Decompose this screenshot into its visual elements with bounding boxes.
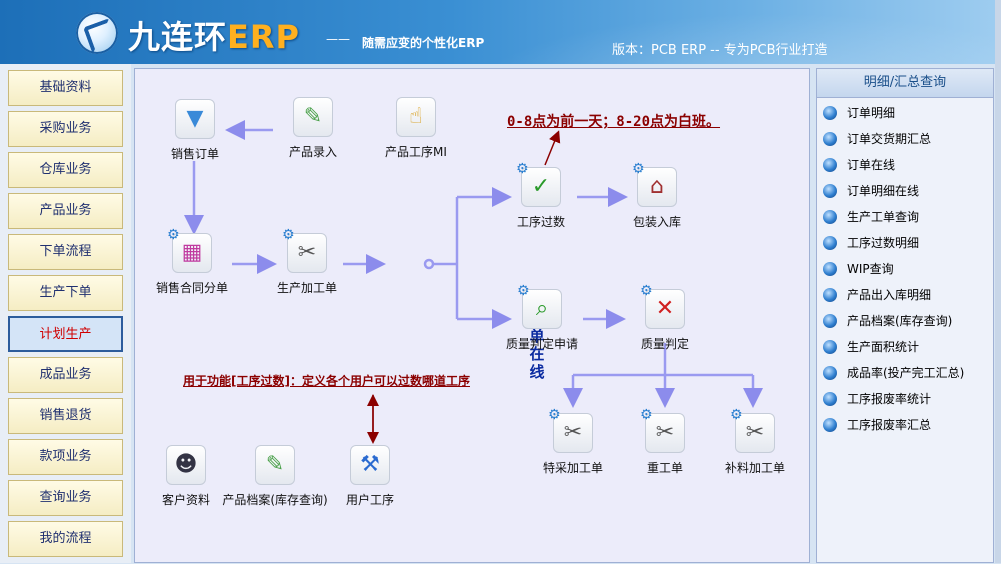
- bullet-icon: [823, 366, 837, 380]
- bullet-icon: [823, 262, 837, 276]
- node-rework-order[interactable]: ⚙✂ 重工单: [640, 407, 685, 475]
- node-product-process[interactable]: ☝ 产品工序MI: [371, 97, 461, 160]
- version-text: 版本：PCB ERP -- 专为PCB行业打造: [612, 43, 828, 58]
- nav-item-my-flow[interactable]: 我的流程: [8, 521, 123, 557]
- product-archive-icon: ✎: [255, 445, 295, 485]
- shift-note: 0-8点为前一天；8-20点为白班。: [507, 114, 721, 130]
- flow-arrows: [184, 120, 763, 444]
- nav-item-production-plan[interactable]: 计划生产: [8, 316, 123, 352]
- nav-item-sales-return[interactable]: 销售退货: [8, 398, 123, 434]
- function-note: 用于功能[工序过数]：定义各个用户可以过数哪道工序: [183, 374, 470, 388]
- bullet-icon: [823, 288, 837, 302]
- node-quality-judge[interactable]: ⚙✕ 质量判定: [640, 283, 689, 351]
- app-header: 九连环ERP —— 随需应变的个性化ERP 版本：PCB ERP -- 专为PC…: [0, 0, 1001, 64]
- app-logo: 九连环ERP: [128, 18, 300, 56]
- query-item-wip[interactable]: WIP查询: [823, 259, 894, 279]
- bullet-icon: [823, 184, 837, 198]
- sales-order-icon: ▼: [175, 99, 215, 139]
- nav-item-query[interactable]: 查询业务: [8, 480, 123, 516]
- header-decoration: [420, 0, 1001, 64]
- node-customer[interactable]: ☻ 客户资料: [153, 445, 219, 508]
- nav-item-warehouse[interactable]: 仓库业务: [8, 152, 123, 188]
- process-count-icon: ⚙✓: [516, 161, 561, 207]
- left-nav: 基础资料 采购业务 仓库业务 产品业务 下单流程 生产下单 计划生产 成品业务 …: [0, 64, 131, 563]
- query-item-order-detail-online[interactable]: 订单明细在线: [823, 181, 919, 201]
- node-supplement-order[interactable]: ⚙✂ 补料加工单: [724, 407, 785, 475]
- node-production-order[interactable]: ⚙✂ 生产加工单: [276, 227, 337, 295]
- bullet-icon: [823, 106, 837, 120]
- bullet-icon: [823, 210, 837, 224]
- nav-item-product[interactable]: 产品业务: [8, 193, 123, 229]
- product-process-icon: ☝: [396, 97, 436, 137]
- bullet-icon: [823, 236, 837, 250]
- nav-item-production-order[interactable]: 生产下单: [8, 275, 123, 311]
- contract-split-icon: ⚙▦: [167, 227, 212, 273]
- logo-icon: [76, 12, 118, 54]
- query-item-stock-io[interactable]: 产品出入库明细: [823, 285, 931, 305]
- query-item-delivery-summary[interactable]: 订单交货期汇总: [823, 129, 931, 149]
- query-item-order-online[interactable]: 订单在线: [823, 155, 895, 175]
- node-pack-stock[interactable]: ⚙⌂ 包装入库: [632, 161, 681, 229]
- nav-item-purchase[interactable]: 采购业务: [8, 111, 123, 147]
- slogan: 随需应变的个性化ERP: [362, 36, 485, 50]
- product-entry-icon: ✎: [293, 97, 333, 137]
- bullet-icon: [823, 418, 837, 432]
- rework-order-icon: ⚙✂: [640, 407, 685, 453]
- nav-item-finished-goods[interactable]: 成品业务: [8, 357, 123, 393]
- flow-canvas: ▼ 销售订单 ✎ 产品录入 ☝ 产品工序MI ⚙▦ 销售合同分单 ⚙✂ 生产加工…: [134, 68, 810, 563]
- special-order-icon: ⚙✂: [548, 407, 593, 453]
- arrow-note-shift: [544, 130, 561, 166]
- quality-judge-icon: ⚙✕: [640, 283, 685, 329]
- customer-icon: ☻: [166, 445, 206, 485]
- query-item-area-stats[interactable]: 生产面积统计: [823, 337, 919, 357]
- node-user-process[interactable]: ⚒ 用户工序: [337, 445, 403, 508]
- scrollbar[interactable]: [995, 0, 1001, 563]
- query-item-product-archive[interactable]: 产品档案(库存查询): [823, 311, 952, 331]
- supplement-order-icon: ⚙✂: [730, 407, 775, 453]
- production-order-icon: ⚙✂: [282, 227, 327, 273]
- node-product-entry[interactable]: ✎ 产品录入: [273, 97, 353, 160]
- user-process-icon: ⚒: [350, 445, 390, 485]
- nav-item-basic-data[interactable]: 基础资料: [8, 70, 123, 106]
- bullet-icon: [823, 340, 837, 354]
- slogan-dash: ——: [326, 32, 350, 46]
- quality-apply-icon: ⚙⌕: [517, 283, 562, 329]
- bullet-icon: [823, 392, 837, 406]
- bullet-icon: [823, 132, 837, 146]
- node-contract-split[interactable]: ⚙▦ 销售合同分单: [155, 227, 228, 295]
- right-query-panel: 明细/汇总查询 订单明细 订单交货期汇总 订单在线 订单明细在线 生产工单查询 …: [816, 68, 994, 563]
- node-quality-apply[interactable]: ⚙⌕ 质量判定申请: [505, 283, 578, 351]
- node-special-order[interactable]: ⚙✂ 特采加工单: [542, 407, 603, 475]
- nav-item-order-flow[interactable]: 下单流程: [8, 234, 123, 270]
- right-panel-title: 明细/汇总查询: [817, 69, 993, 98]
- query-item-order-detail[interactable]: 订单明细: [823, 103, 895, 123]
- query-item-production-order[interactable]: 生产工单查询: [823, 207, 919, 227]
- bullet-icon: [823, 314, 837, 328]
- pack-stock-icon: ⚙⌂: [632, 161, 677, 207]
- query-item-process-detail[interactable]: 工序过数明细: [823, 233, 919, 253]
- bullet-icon: [823, 158, 837, 172]
- nav-item-payments[interactable]: 款项业务: [8, 439, 123, 475]
- query-item-scrap-stats[interactable]: 工序报废率统计: [823, 389, 931, 409]
- query-item-scrap-summary[interactable]: 工序报废率汇总: [823, 415, 931, 435]
- node-process-count[interactable]: ⚙✓ 工序过数: [516, 161, 565, 229]
- query-item-yield[interactable]: 成品率(投产完工汇总): [823, 363, 964, 383]
- node-sales-order[interactable]: ▼ 销售订单: [155, 99, 235, 162]
- node-product-archive[interactable]: ✎ 产品档案(库存查询): [219, 445, 331, 508]
